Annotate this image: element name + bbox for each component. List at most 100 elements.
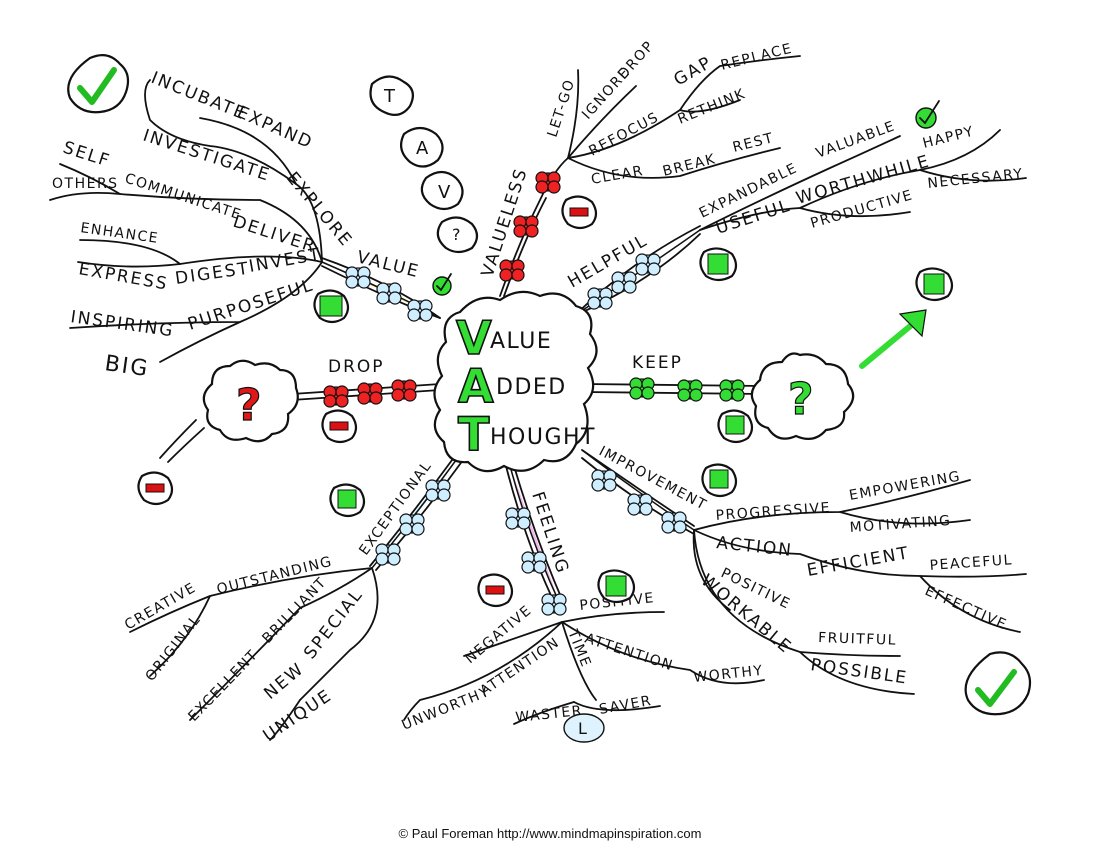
word-gap: GAP — [671, 52, 717, 90]
branch-feeling: FEELING POSITIVE NEGATIVE ATTENTION UNWO… — [400, 465, 765, 743]
branch-keep: KEEP ? — [583, 309, 927, 441]
growth-arrow-head — [898, 309, 927, 338]
tav-letter-v: V — [438, 182, 451, 203]
minus-bubble-drop — [321, 409, 358, 444]
check-icon — [77, 67, 117, 105]
word-refocus: REFOCUS — [586, 109, 662, 159]
keep-question-cloud — [750, 352, 855, 441]
keep-label: KEEP — [632, 353, 683, 373]
word-attention-right: ATTENTION — [583, 631, 676, 675]
word-invest: INVEST — [247, 245, 323, 277]
center-cap-v: V — [456, 311, 492, 365]
word-break: BREAK — [661, 151, 718, 180]
word-expand: EXPAND — [234, 102, 316, 153]
keep-puffs — [629, 377, 745, 402]
tav-bubble-question: ? — [436, 216, 479, 254]
minus-bubble-falling — [137, 419, 205, 506]
tav-bubble-t: T — [369, 75, 415, 117]
word-fruitful: FRUITFUL — [818, 630, 897, 649]
branch-feeling-ribbon — [509, 465, 561, 605]
word-necessary: NECESSARY — [927, 166, 1025, 192]
check-icon — [975, 669, 1017, 707]
word-excellent: EXCELLENT — [185, 647, 261, 725]
motion-line — [167, 427, 205, 463]
word-empowering: EMPOWERING — [848, 469, 962, 504]
motion-line — [159, 419, 197, 459]
tav-letter-t: T — [383, 86, 396, 107]
plus-icon — [725, 415, 745, 435]
plus-icon — [709, 469, 729, 489]
tav-letter-a: A — [416, 138, 429, 159]
helpful-small-check — [919, 100, 940, 125]
plus-bubble-keep — [717, 409, 754, 444]
minus-icon — [145, 483, 165, 493]
word-rethink: RETHINK — [676, 86, 749, 128]
word-rest: REST — [731, 130, 776, 156]
time-clock — [563, 713, 605, 743]
word-express: EXPRESS — [77, 259, 170, 294]
center-word-alue: ALUE — [490, 329, 552, 354]
central-topic: V ALUE A DDED T HOUGHT — [433, 290, 598, 473]
branch-exceptional: EXCEPTIONAL CREATIVE OUTSTANDING ORIGINA… — [122, 451, 467, 746]
word-l: L — [578, 719, 587, 738]
drop-question-mark: ? — [236, 380, 262, 431]
minus-bubbles — [137, 195, 598, 608]
minus-icon — [329, 421, 349, 431]
plus-icon — [605, 575, 627, 597]
plus-icon — [707, 253, 729, 275]
word-progressive: PROGRESSIVE — [715, 500, 831, 524]
word-replace: REPLACE — [719, 41, 794, 74]
plus-bubble-exceptional — [329, 483, 366, 518]
minus-bubble-feeling — [477, 573, 514, 608]
plus-bubbles — [313, 247, 954, 604]
drop-puffs — [323, 379, 417, 408]
tav-bubble-v: V — [420, 170, 464, 211]
plus-bubble-improvement — [701, 463, 738, 498]
word-drop: DROP — [615, 38, 658, 83]
value-small-check — [436, 273, 452, 292]
copyright-credit: © Paul Foreman http://www.mindmapinspira… — [398, 826, 702, 841]
word-investigate: INVESTIGATE — [140, 126, 273, 186]
exceptional-label: EXCEPTIONAL — [356, 458, 435, 558]
tav-bubble-a: A — [399, 126, 444, 168]
word-peaceful: PEACEFUL — [929, 552, 1013, 574]
branch-drop: DROP ? — [202, 357, 441, 443]
central-cloud — [433, 290, 598, 473]
word-original: ORIGINAL — [143, 612, 205, 685]
drop-question-cloud — [202, 359, 299, 443]
word-inspiring: INSPIRING — [69, 307, 175, 341]
check-badge-bottom-right — [964, 651, 1032, 716]
minus-bubble-valueless — [561, 195, 598, 230]
center-word-hought: HOUGHT — [490, 425, 596, 450]
minus-icon — [569, 207, 589, 217]
minus-icon — [485, 585, 505, 595]
word-communicate: COMMUNICATE — [123, 171, 244, 224]
word-motivating: MOTIVATING — [849, 513, 952, 536]
word-unworthy: UNWORTHY — [400, 684, 493, 734]
plus-icon — [319, 295, 343, 317]
word-clear: CLEAR — [590, 163, 645, 188]
plus-bubble-feeling — [597, 569, 636, 604]
word-big: BIG — [103, 351, 151, 382]
center-cap-t: T — [458, 407, 490, 461]
word-possible: POSSIBLE — [809, 655, 909, 688]
tav-letter-question: ? — [452, 225, 461, 244]
word-worthy: WORTHY — [693, 663, 764, 686]
plus-bubble-helpful — [699, 247, 738, 282]
tav-bubbles: T A V ? — [369, 75, 479, 254]
word-new: NEW — [260, 659, 308, 704]
center-cap-a: A — [458, 359, 494, 413]
check-badge-top-left — [67, 53, 130, 114]
word-action: ACTION — [715, 533, 793, 561]
plus-bubble-value — [313, 289, 350, 324]
plus-icon — [923, 273, 945, 295]
keep-question-mark: ? — [788, 374, 814, 425]
drop-label: DROP — [328, 357, 385, 377]
word-valuable: VALUABLE — [814, 118, 898, 162]
word-saver: SAVER — [598, 693, 653, 718]
growth-arrow — [859, 315, 923, 369]
word-others: OTHERS — [52, 176, 119, 192]
plus-icon — [337, 489, 357, 509]
center-word-dded: DDED — [496, 375, 567, 400]
